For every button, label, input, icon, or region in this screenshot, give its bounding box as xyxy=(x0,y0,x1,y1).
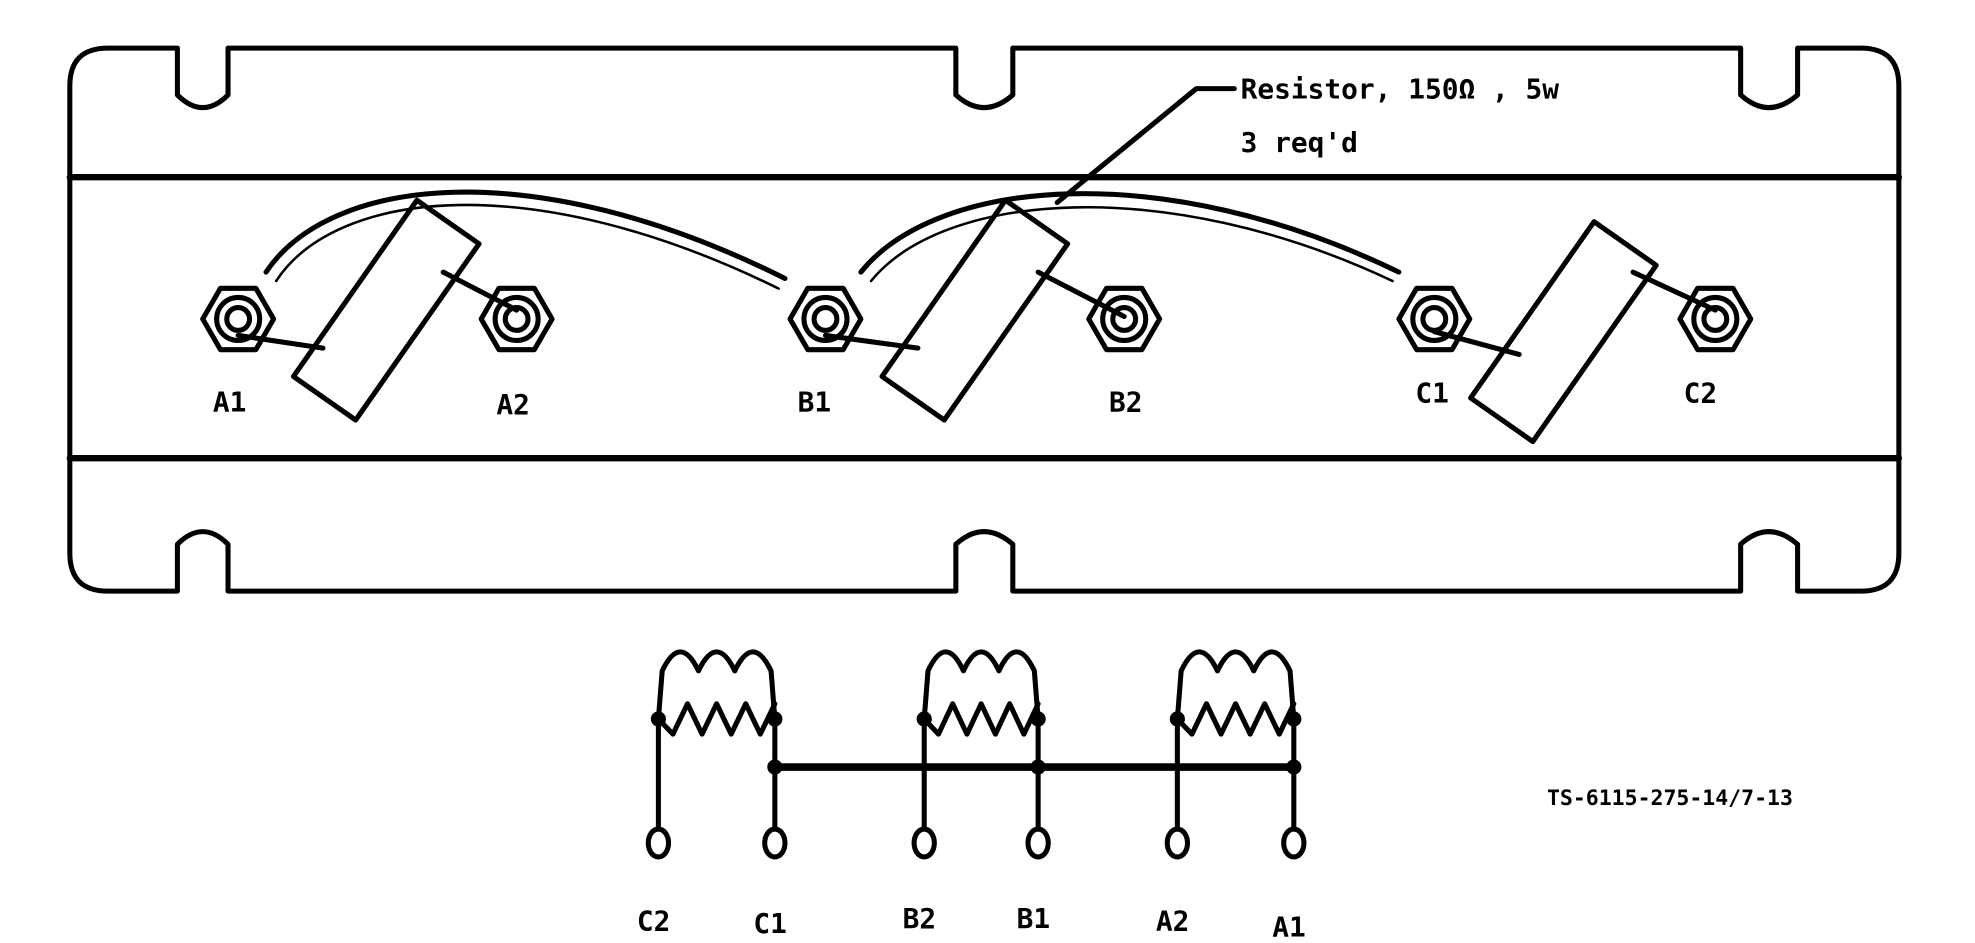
panel-label-a1: A1 xyxy=(213,385,247,418)
schematic-label-a1: A1 xyxy=(1272,911,1306,943)
schematic-label-b1: B1 xyxy=(1017,902,1051,935)
schematic-resistor-coil xyxy=(1169,649,1302,737)
panel-label-b2: B2 xyxy=(1109,385,1143,418)
schematic-resistor-coil xyxy=(650,649,783,737)
hex-nut-terminal xyxy=(1677,285,1754,353)
schematic-label-a2: A2 xyxy=(1156,904,1190,937)
callout-line2: 3 req'd xyxy=(1241,126,1358,159)
schematic-terminal xyxy=(645,716,672,860)
schematic-label-c1: C1 xyxy=(753,907,787,940)
jumper-wire-a-b xyxy=(263,189,788,282)
schematic-label-b2: B2 xyxy=(903,902,937,935)
schematic-terminal xyxy=(911,716,937,860)
panel-label-c2: C2 xyxy=(1684,377,1718,410)
schematic xyxy=(645,649,1307,860)
callout-line1: Resistor, 150Ω , 5w xyxy=(1241,73,1560,106)
schematic-terminal xyxy=(1281,716,1307,860)
resistor-b xyxy=(822,197,1127,423)
hex-nut-terminal xyxy=(1086,285,1163,353)
schematic-resistor-coil xyxy=(916,649,1046,737)
schematic-terminal xyxy=(762,716,788,860)
hex-nut-terminal xyxy=(478,285,555,353)
jumper-wire-b-c-inner xyxy=(869,205,1394,283)
resistor-a xyxy=(235,197,520,423)
resistor-c xyxy=(1431,219,1718,445)
hex-nut-terminal xyxy=(787,285,864,353)
callout-leader xyxy=(1054,86,1237,206)
schematic-terminal xyxy=(1025,716,1051,860)
schematic-label-c2: C2 xyxy=(637,904,671,937)
panel-outline xyxy=(67,45,1902,594)
panel-label-c1: C1 xyxy=(1415,377,1449,410)
panel-label-a2: A2 xyxy=(496,388,530,421)
figure-id: TS-6115-275-14/7-13 xyxy=(1547,786,1793,811)
panel-label-b1: B1 xyxy=(798,385,832,418)
hex-nut-terminal xyxy=(200,285,277,353)
schematic-terminal xyxy=(1164,716,1191,860)
jumper-wire-a-b-inner xyxy=(274,203,780,290)
hex-nut-terminal xyxy=(1396,285,1473,353)
